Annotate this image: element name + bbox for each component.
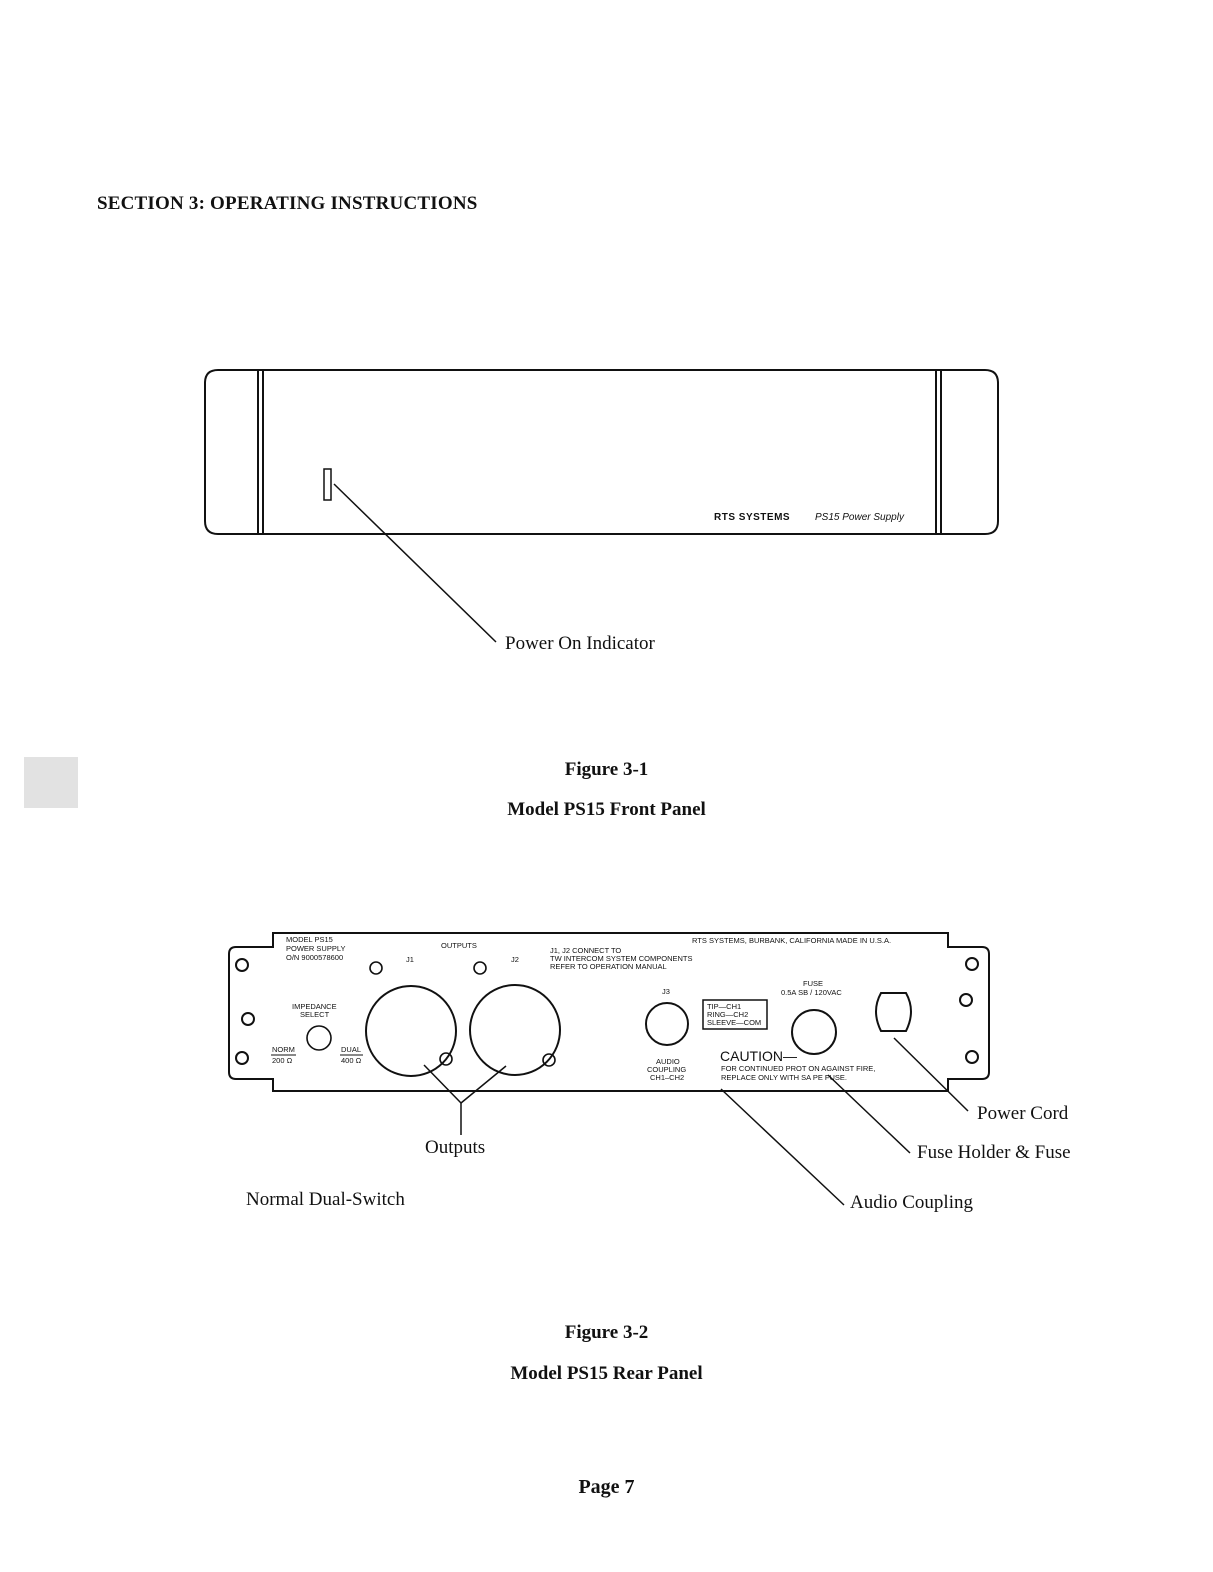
figure-3-2-number: Figure 3-2 bbox=[564, 1322, 649, 1343]
front-panel-face bbox=[262, 369, 937, 535]
front-panel-left-cap bbox=[204, 369, 259, 535]
panel-audio-line2: COUPLING bbox=[647, 1065, 686, 1074]
front-panel-model-text: PS15 Power Supply bbox=[815, 512, 905, 523]
panel-maker-text: RTS SYSTEMS, BURBANK, CALIFORNIA MADE IN… bbox=[692, 936, 891, 945]
panel-model-line1: MODEL PS15 bbox=[286, 935, 333, 944]
callout-power-on-indicator: Power On Indicator bbox=[505, 633, 655, 654]
panel-ring-label: RING—CH2 bbox=[707, 1010, 748, 1019]
mount-hole-right-top bbox=[965, 957, 979, 971]
j1-output-connector bbox=[365, 985, 457, 1077]
panel-tip-label: TIP—CH1 bbox=[707, 1002, 741, 1011]
mount-hole-left-mid bbox=[241, 1012, 255, 1026]
panel-caution-heading: CAUTION— bbox=[720, 1048, 797, 1064]
j3-audio-coupling-jack bbox=[645, 1002, 689, 1046]
callout-power-cord: Power Cord bbox=[977, 1103, 1069, 1124]
power-cord-grommet bbox=[875, 992, 912, 1032]
front-panel-drawing: RTS SYSTEMS PS15 Power Supply bbox=[204, 369, 999, 643]
power-on-indicator bbox=[323, 468, 332, 501]
page-tab-marker bbox=[24, 757, 78, 808]
callout-audio-coupling: Audio Coupling bbox=[850, 1192, 973, 1213]
panel-norm-value: 200 Ω bbox=[272, 1056, 293, 1065]
mount-hole-left-bottom bbox=[235, 1051, 249, 1065]
j2-screw-top bbox=[473, 961, 487, 975]
j1-screw-top bbox=[369, 961, 383, 975]
j1-screw-bottom bbox=[439, 1052, 453, 1066]
callout-fuse-holder: Fuse Holder & Fuse bbox=[917, 1142, 1071, 1163]
callout-normal-dual-switch: Normal Dual-Switch bbox=[246, 1189, 405, 1210]
panel-j2-label: J2 bbox=[511, 955, 519, 964]
front-panel-right-cap bbox=[940, 369, 999, 535]
mount-hole-left-top bbox=[235, 958, 249, 972]
callout-outputs: Outputs bbox=[425, 1137, 486, 1158]
panel-dual-value: 400 Ω bbox=[341, 1056, 362, 1065]
front-panel-brand: RTS SYSTEMS bbox=[714, 512, 790, 523]
figure-3-1-title: Model PS15 Front Panel bbox=[507, 799, 706, 820]
figure-3-2-title: Model PS15 Rear Panel bbox=[510, 1363, 703, 1384]
panel-audio-line1: AUDIO bbox=[656, 1057, 680, 1066]
panel-sleeve-label: SLEEVE—COM bbox=[707, 1018, 761, 1027]
power-indicator-leader-line bbox=[333, 483, 497, 643]
panel-connect-line1: J1, J2 CONNECT TO bbox=[550, 946, 621, 955]
panel-dual-label: DUAL bbox=[341, 1045, 361, 1054]
panel-caution-line2: REPLACE ONLY WITH SA PE FUSE. bbox=[721, 1073, 847, 1082]
panel-j3-label: J3 bbox=[662, 987, 670, 996]
section-heading: SECTION 3: OPERATING INSTRUCTIONS bbox=[97, 193, 478, 214]
trs-legend-box bbox=[702, 999, 768, 1030]
mount-hole-right-bottom bbox=[965, 1050, 979, 1064]
panel-model-line3: O/N 9000578600 bbox=[286, 953, 343, 962]
panel-model-line2: POWER SUPPLY bbox=[286, 944, 345, 953]
j2-output-connector bbox=[469, 984, 561, 1076]
figure-3-1-number: Figure 3-1 bbox=[564, 759, 649, 780]
panel-connect-line2: TW INTERCOM SYSTEM COMPONENTS bbox=[550, 954, 693, 963]
fuse-holder bbox=[791, 1009, 837, 1055]
panel-connect-line3: REFER TO OPERATION MANUAL bbox=[550, 962, 667, 971]
panel-outputs-label: OUTPUTS bbox=[441, 941, 477, 950]
panel-fuse-rating: 0.5A SB / 120VAC bbox=[781, 988, 842, 997]
panel-impedance-line1: IMPEDANCE bbox=[292, 1002, 337, 1011]
j2-screw-bottom bbox=[542, 1053, 556, 1067]
panel-fuse-label: FUSE bbox=[803, 979, 823, 988]
panel-j1-label: J1 bbox=[406, 955, 414, 964]
panel-audio-line3: CH1–CH2 bbox=[650, 1073, 684, 1082]
panel-norm-label: NORM bbox=[272, 1045, 295, 1054]
impedance-select-switch bbox=[306, 1025, 332, 1051]
page-number: Page 7 bbox=[578, 1476, 635, 1498]
panel-impedance-line2: SELECT bbox=[300, 1010, 330, 1019]
panel-caution-line1: FOR CONTINUED PROT ON AGAINST FIRE, bbox=[721, 1064, 875, 1073]
mount-hole-right-mid bbox=[959, 993, 973, 1007]
